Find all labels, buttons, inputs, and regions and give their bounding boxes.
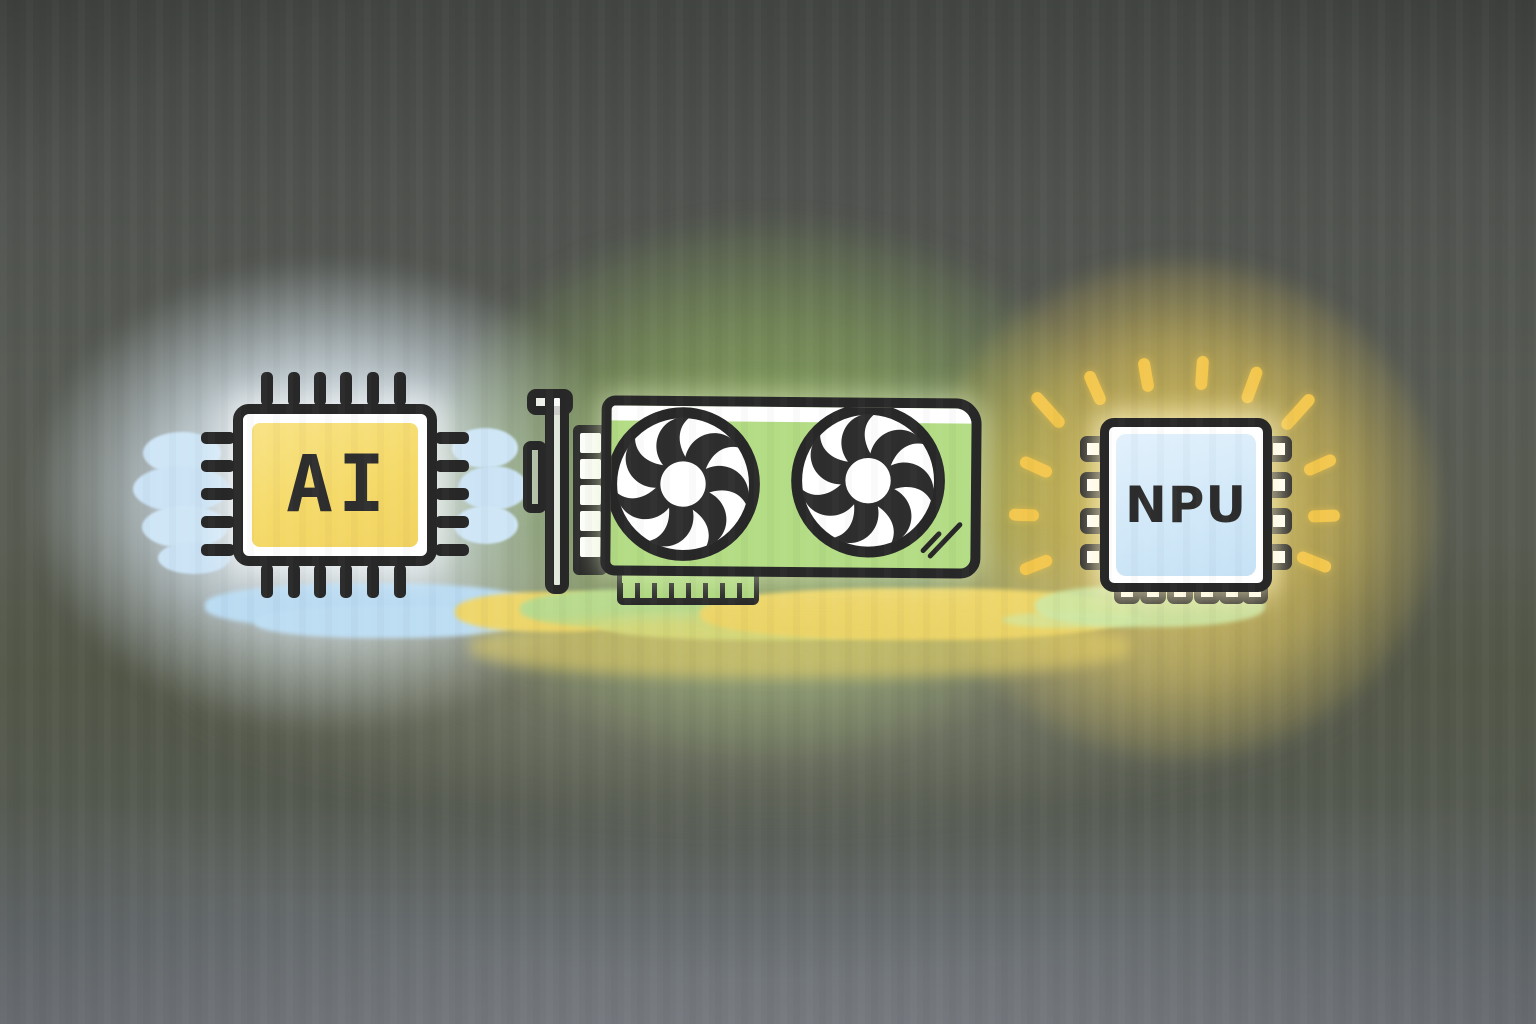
pcie-tooth [691,582,703,598]
io-port [579,485,601,505]
gpu-card-body [600,395,982,579]
chip-pin [314,372,326,406]
npu-chip-icon: NPU [1078,418,1294,618]
npu-chip-body: NPU [1100,418,1272,592]
ai-chip-label: AI [286,440,390,530]
chip-pin [367,372,379,406]
chip-pin [394,372,406,406]
pcie-tooth [674,582,686,598]
chip-pin [201,544,235,556]
gpu-fan-icon [791,403,945,558]
chip-pin [261,372,273,406]
pcie-tooth [708,582,720,598]
cloud-puff [458,466,528,510]
pcie-tooth [725,582,737,598]
chip-pin [288,564,300,598]
chip-pin [261,564,273,598]
chip-pin [367,564,379,598]
gpu-fan-icon [606,407,760,561]
ai-chip-face: AI [252,423,418,547]
chip-pin [435,516,469,528]
gpu-bracket [545,389,569,594]
gpu-bracket-tab [523,441,547,513]
io-port [579,511,601,531]
chip-pin [201,432,235,444]
io-port [579,433,601,453]
chip-pin [340,564,352,598]
chip-pin [201,488,235,500]
chip-pin [340,372,352,406]
chip-pin [435,488,469,500]
chip-pin [435,432,469,444]
pcie-tooth [657,582,669,598]
npu-chip-face: NPU [1116,434,1256,576]
chip-pin [288,372,300,406]
sun-ray-icon [1307,509,1341,523]
pcie-tooth [623,582,635,598]
chip-pin [201,460,235,472]
chip-pin [435,544,469,556]
ai-chip-icon: AI [201,372,469,598]
chip-pin [435,460,469,472]
pcie-tooth [640,582,652,598]
chip-pin [314,564,326,598]
chip-pin [394,564,406,598]
sun-ray-icon [1008,508,1040,522]
npu-chip-label: NPU [1124,476,1248,534]
io-port [579,537,601,557]
sun-ray-icon [1194,355,1210,391]
gpu-card-icon [523,385,1007,625]
ai-chip-body: AI [233,404,437,566]
pcie-tooth [742,582,754,598]
chip-pin [201,516,235,528]
io-port [579,459,601,479]
